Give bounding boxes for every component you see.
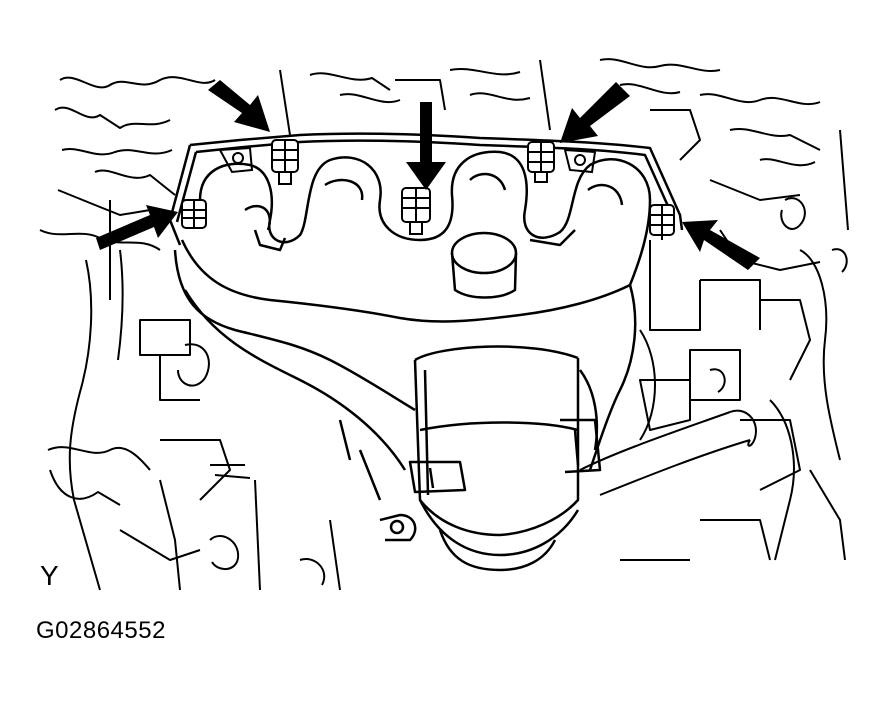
callout-arrows: [96, 80, 760, 270]
arrow-left-upper-bolt: [96, 205, 178, 250]
manifold-bolts: [182, 140, 674, 240]
bolt-4: [528, 142, 554, 182]
bolt-1: [182, 200, 206, 228]
arrow-center-bolt: [406, 102, 446, 190]
arrow-top-left-bolt: [208, 80, 270, 132]
view-label: Y: [40, 560, 59, 591]
bolt-5: [650, 205, 674, 240]
catalytic-converter: [340, 233, 600, 570]
arrow-right-lower-bolt: [682, 220, 760, 270]
engine-background: [40, 59, 848, 590]
figure-id: G02864552: [36, 617, 166, 644]
exhaust-manifold-body: [175, 152, 650, 470]
arrow-top-right-bolt: [560, 82, 630, 143]
flange-tab-left: [220, 148, 252, 172]
flange-tab-right: [565, 150, 595, 172]
bolt-2: [272, 140, 298, 184]
bolt-3: [402, 188, 430, 234]
